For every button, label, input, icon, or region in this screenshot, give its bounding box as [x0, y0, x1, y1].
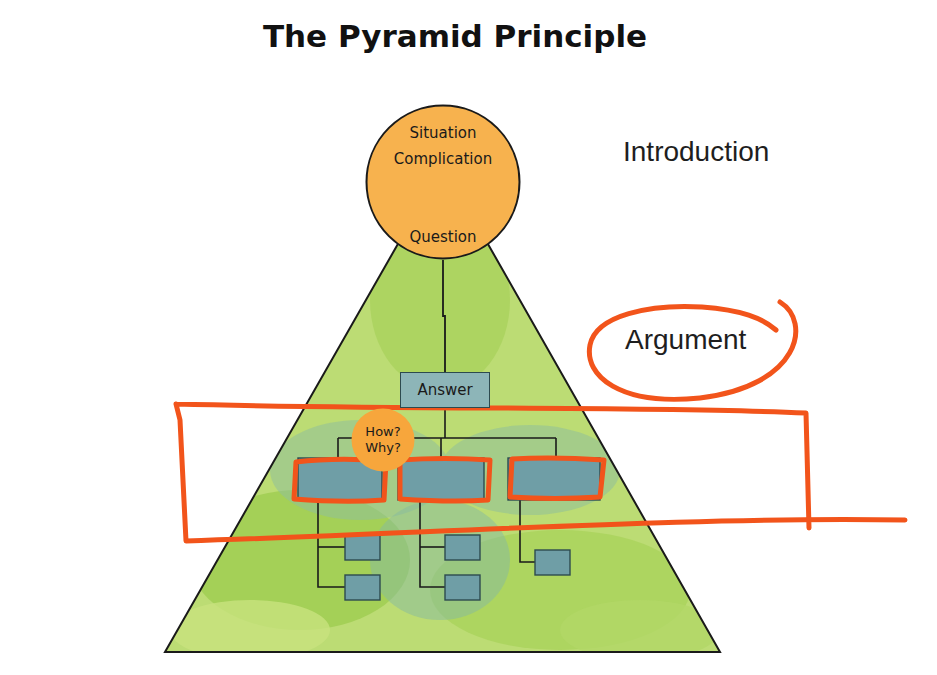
node-circle: [367, 106, 520, 259]
orange-highlights: [176, 302, 905, 541]
how-why-circle: How? Why?: [350, 407, 416, 473]
diagram-title: The Pyramid Principle: [0, 18, 910, 54]
node-circle: [352, 409, 415, 472]
introduction-circle: SituationComplicationQuestion: [365, 104, 521, 260]
section-label: Introduction: [623, 136, 769, 168]
green-wash: [170, 210, 720, 660]
section-label: Argument: [625, 324, 746, 356]
connector-line: [443, 260, 445, 372]
node-text: Answer: [417, 381, 472, 399]
node-text: Question: [409, 228, 476, 246]
node-text: Situation: [409, 124, 476, 142]
node-text: How? Why?: [361, 424, 405, 455]
node-text: Complication: [394, 150, 492, 168]
answer-box: Answer: [400, 372, 490, 408]
